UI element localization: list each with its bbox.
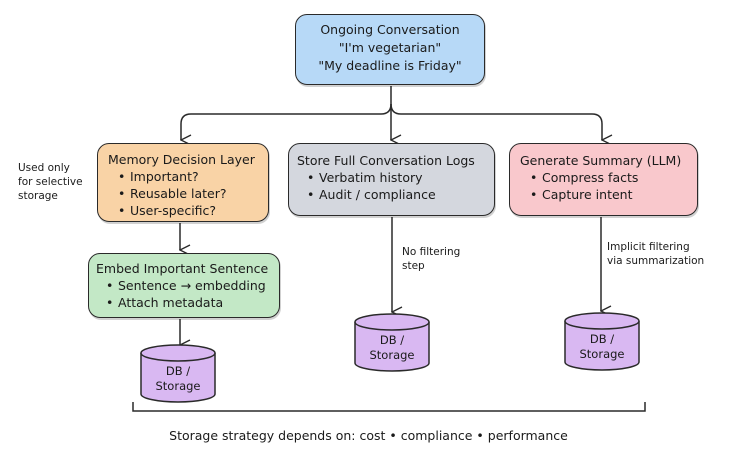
- bullet-icon: •: [307, 187, 315, 202]
- quote-line: "My deadline is Friday": [318, 58, 462, 73]
- db-label-line: Storage: [155, 379, 201, 393]
- cylinder-shape: [354, 313, 430, 372]
- note-line: Implicit filtering: [607, 241, 690, 253]
- db-label-line: Storage: [369, 348, 415, 362]
- bullet-item: • User-specific?: [108, 202, 268, 219]
- node-title: Generate Summary (LLM): [520, 153, 682, 168]
- node-title: Memory Decision Layer: [108, 152, 255, 167]
- note-implicit-filtering: Implicit filtering via summarization: [607, 240, 704, 268]
- bullet-text: Important?: [130, 169, 199, 184]
- bullet-icon: •: [530, 170, 538, 185]
- bullet-icon: •: [530, 187, 538, 202]
- bullet-icon: •: [118, 169, 126, 184]
- bullet-icon: •: [106, 295, 114, 310]
- note-line: storage: [18, 190, 58, 202]
- db-label-line: DB /: [379, 333, 405, 347]
- bullet-icon: •: [118, 186, 126, 201]
- bullet-item: • Compress facts: [520, 169, 697, 186]
- branch-line-right: [390, 103, 602, 140]
- bullet-text: Reusable later?: [130, 186, 227, 201]
- bullet-item: • Verbatim history: [297, 169, 494, 186]
- db-label-line: DB /: [589, 332, 615, 346]
- bullet-text: User-specific?: [130, 203, 217, 218]
- db-label: DB / Storage: [352, 333, 432, 363]
- db-label: DB / Storage: [562, 332, 642, 362]
- cylinder-shape: [140, 344, 216, 403]
- node-embed-sentence: Embed Important Sentence • Sentence → emb…: [88, 253, 280, 318]
- note-line: via summarization: [607, 255, 705, 267]
- bullet-text: Capture intent: [542, 187, 633, 202]
- bullet-text: Attach metadata: [118, 295, 224, 310]
- note-line: for selective: [18, 176, 83, 188]
- bullet-list: • Sentence → embedding • Attach metadata: [96, 277, 279, 311]
- bullet-text: Sentence → embedding: [118, 278, 266, 293]
- bullet-item: • Capture intent: [520, 186, 697, 203]
- cylinder-shape: [564, 312, 640, 371]
- db-label: DB / Storage: [138, 364, 218, 394]
- bullet-item: • Sentence → embedding: [96, 277, 279, 294]
- db-label-line: Storage: [579, 347, 625, 361]
- db-label-line: DB /: [165, 364, 191, 378]
- node-title: Store Full Conversation Logs: [297, 153, 475, 168]
- node-ongoing-conversation: Ongoing Conversation "I'm vegetarian" "M…: [295, 14, 485, 85]
- node-title: Ongoing Conversation: [320, 22, 460, 37]
- note-line: No filtering: [402, 246, 461, 258]
- bullet-item: • Reusable later?: [108, 185, 268, 202]
- note-selective-storage: Used only for selective storage: [18, 161, 83, 203]
- bullet-text: Audit / compliance: [319, 187, 436, 202]
- bullet-item: • Important?: [108, 168, 268, 185]
- bullet-item: • Audit / compliance: [297, 186, 494, 203]
- bullet-icon: •: [118, 203, 126, 218]
- database-icon: DB / Storage: [562, 312, 642, 372]
- bullet-item: • Attach metadata: [96, 294, 279, 311]
- node-title: Embed Important Sentence: [96, 261, 269, 276]
- bullet-text: Verbatim history: [319, 170, 423, 185]
- trunk-line: [181, 86, 392, 140]
- quote-line: "I'm vegetarian": [338, 40, 442, 55]
- bullet-list: • Verbatim history • Audit / compliance: [297, 169, 494, 203]
- database-icon: DB / Storage: [352, 313, 432, 373]
- bullet-icon: •: [307, 170, 315, 185]
- bullet-icon: •: [106, 278, 114, 293]
- note-line: step: [402, 260, 425, 272]
- bullet-text: Compress facts: [542, 170, 639, 185]
- bullet-list: • Compress facts • Capture intent: [520, 169, 697, 203]
- note-no-filtering: No filtering step: [402, 245, 460, 273]
- note-line: Used only: [18, 162, 70, 174]
- database-icon: DB / Storage: [138, 344, 218, 404]
- node-generate-summary: Generate Summary (LLM) • Compress facts •…: [509, 143, 698, 216]
- node-store-full-logs: Store Full Conversation Logs • Verbatim h…: [288, 143, 495, 216]
- bullet-list: • Important? • Reusable later? • User-speci…: [108, 168, 268, 219]
- footer-caption: Storage strategy depends on: cost • comp…: [169, 428, 568, 443]
- node-memory-decision-layer: Memory Decision Layer • Important? • Reusa…: [97, 143, 269, 222]
